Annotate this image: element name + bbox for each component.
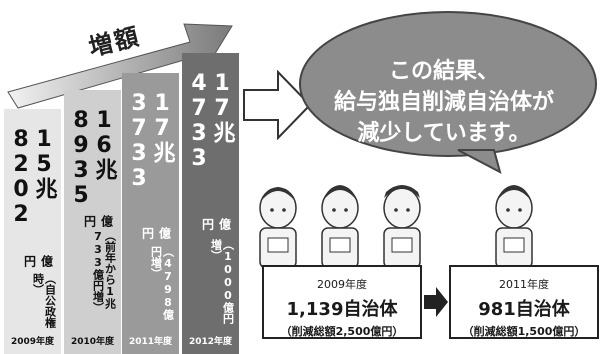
result-year: 2009年度	[317, 278, 367, 291]
result-reduction: （削減総額1,500億円）	[462, 325, 586, 338]
amount-2012: 17兆4733 億円 （1000億円増）	[186, 53, 235, 330]
result-arrow-icon	[424, 287, 448, 317]
year-column-2009: 15兆8202 億円 （自公政権時） 2009年度	[4, 109, 61, 354]
amount-note: （1000億円増）	[209, 238, 235, 324]
amount-main: 16兆8935	[68, 108, 117, 208]
amount-unit: 億円	[140, 226, 172, 239]
amount-2010: 16兆8935 億円 （前年から1兆733億円増）	[68, 90, 117, 330]
bubble-line: 給与独自削減自治体が	[333, 90, 554, 115]
person-illustration	[495, 185, 533, 268]
bubble-line: 減少しています。	[357, 121, 531, 146]
amount-note: （4798億円増）	[149, 245, 175, 320]
result-count: 981自治体	[478, 299, 570, 320]
speech-bubble-text: この結果、 給与独自削減自治体が 減少しています。	[318, 56, 570, 149]
amount-2011: 17兆3733 億円 （4798億円増）	[126, 73, 175, 330]
amount-main: 17兆3733	[126, 91, 175, 191]
amount-unit: 億円	[82, 214, 114, 227]
right-arrow-icon	[243, 70, 312, 140]
amount-2009: 15兆8202 億円 （自公政権時）	[8, 109, 57, 330]
result-reduction: （削減総額2,500億円）	[280, 325, 404, 338]
result-count: 1,139自治体	[286, 299, 398, 320]
result-year: 2011年度	[499, 278, 549, 291]
growth-arrow	[7, 23, 233, 109]
amount-unit: 億円	[200, 218, 232, 231]
year-column-2011: 17兆3733 億円 （4798億円増） 2011年度	[122, 73, 179, 354]
amount-main: 15兆8202	[8, 127, 57, 227]
year-column-2012: 17兆4733 億円 （1000億円増） 2012年度	[182, 53, 239, 354]
amount-note: （自公政権時）	[31, 272, 57, 328]
year-label: 2011年度	[128, 337, 173, 347]
bubble-line: この結果、	[388, 59, 499, 84]
year-label: 2012年度	[188, 337, 233, 347]
people-illustration	[259, 185, 421, 268]
result-box-2009: 2009年度 1,139自治体 （削減総額2,500億円）	[262, 265, 422, 339]
result-box-2011: 2011年度 981自治体 （削減総額1,500億円）	[449, 265, 599, 339]
year-column-2010: 16兆8935 億円 （前年から1兆733億円増） 2010年度	[64, 90, 121, 354]
amount-unit: 億円	[22, 254, 54, 267]
year-label: 2009年度	[10, 337, 55, 347]
amount-main: 17兆4733	[186, 71, 235, 171]
year-label: 2010年度	[70, 337, 115, 347]
amount-note: （前年から1兆733億円増）	[91, 229, 117, 313]
speech-bubble	[299, 11, 597, 174]
